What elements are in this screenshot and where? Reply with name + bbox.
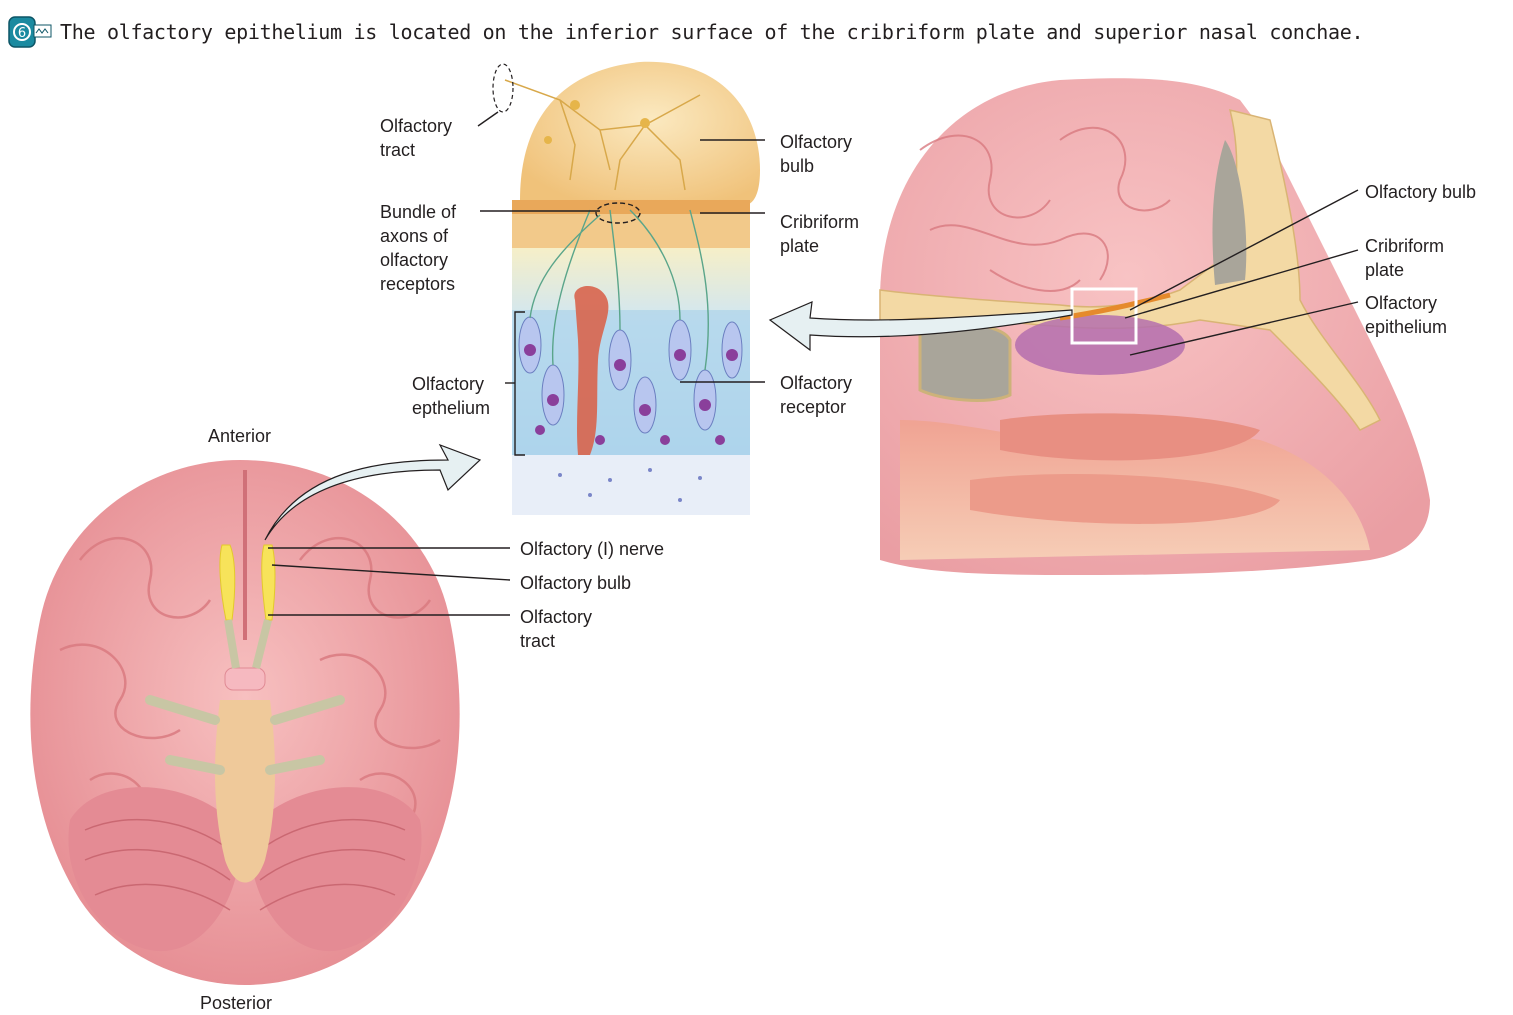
label-olfactory-i-nerve: Olfactory (I) nerve xyxy=(520,537,664,561)
label-cribriform-plate-top: Cribriform plate xyxy=(780,210,859,258)
label-olfactory-tract-top: Olfactory tract xyxy=(380,114,452,162)
label-olfactory-epithelium-right: Olfactory epithelium xyxy=(1365,291,1447,339)
label-olfactory-bulb-top: Olfactory bulb xyxy=(780,130,852,178)
label-olfactory-bulb-right: Olfactory bulb xyxy=(1365,180,1476,204)
label-olfactory-receptor: Olfactory receptor xyxy=(780,371,852,419)
label-olfactory-bulb-brain: Olfactory bulb xyxy=(520,571,631,595)
label-anterior: Anterior xyxy=(208,424,271,448)
label-olfactory-tract-brain: Olfactory tract xyxy=(520,605,592,653)
label-posterior: Posterior xyxy=(200,991,272,1015)
label-olfactory-epthelium: Olfactory epthelium xyxy=(412,372,490,420)
label-cribriform-plate-right: Cribriform plate xyxy=(1365,234,1444,282)
epithelium-detail xyxy=(493,62,760,515)
brain-inferior-view xyxy=(30,460,459,985)
label-bundle-of-axons: Bundle of axons of olfactory receptors xyxy=(380,200,456,296)
